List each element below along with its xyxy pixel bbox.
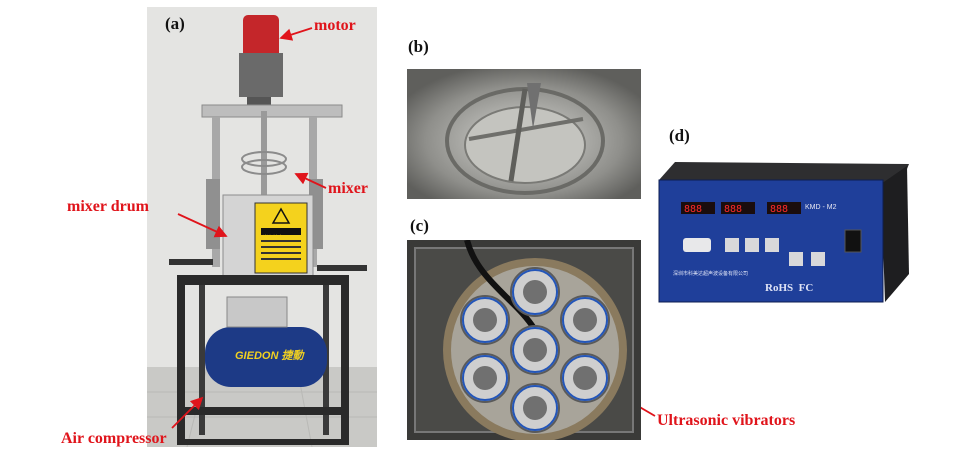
ultrasonic-generator: 888 888 888	[658, 162, 909, 303]
generator-model: KMD - M2	[805, 204, 837, 211]
vibrator-transducer	[460, 295, 510, 345]
compressor-brand: GIEDON 捷動	[235, 350, 304, 362]
air-compressor-label: Air compressor	[61, 430, 167, 447]
mixer-arrow	[294, 172, 327, 189]
vibrator-transducer	[510, 383, 560, 433]
ultrasonic-vibrators-label: Ultrasonic vibrators	[657, 412, 796, 429]
generator-brand-text: 深圳市科美达超声波设备有限公司	[673, 271, 749, 277]
panel-c-label: (c)	[410, 216, 429, 235]
power-cable	[464, 240, 538, 332]
panel-b-photo	[407, 69, 641, 199]
panel-b-label: (b)	[408, 37, 429, 56]
vibrator-transducer	[560, 295, 610, 345]
mixer-label: mixer	[328, 180, 368, 197]
vibrator-transducer	[460, 353, 510, 403]
motor-body	[243, 15, 279, 61]
panel-d-label: (d)	[669, 126, 690, 145]
warning-sign-text: 当心触电	[263, 235, 284, 241]
vibrator-transducer	[510, 325, 560, 375]
svg-text:888: 888	[770, 204, 788, 215]
warning-sign	[254, 202, 308, 274]
panel-a-label: (a)	[165, 14, 185, 33]
vibrator-transducer	[510, 267, 560, 317]
panel-a-photo: GIEDON 捷動 当心触电	[147, 7, 377, 447]
vibrator-transducer	[560, 353, 610, 403]
mixer-drum-arrow	[177, 213, 228, 238]
mixing-apparatus-illustration	[147, 7, 377, 447]
motor-label: motor	[314, 17, 356, 34]
mixing-drum-interior	[407, 69, 641, 199]
ultrasonic-vibrators	[460, 240, 610, 433]
air-compressor-tank	[205, 327, 327, 387]
svg-text:888: 888	[684, 204, 702, 215]
generator-marks: RoHS FC	[765, 282, 814, 294]
mixer-drum-label: mixer drum	[67, 198, 149, 215]
svg-text:888: 888	[724, 204, 742, 215]
panel-c-photo	[407, 240, 641, 440]
panel-d-photo: 888 888 888 KMD - M2 深圳市科美达超声波设备有限公司 RoH…	[655, 156, 913, 306]
air-compressor-arrow	[171, 396, 204, 429]
motor-arrow	[279, 27, 313, 41]
